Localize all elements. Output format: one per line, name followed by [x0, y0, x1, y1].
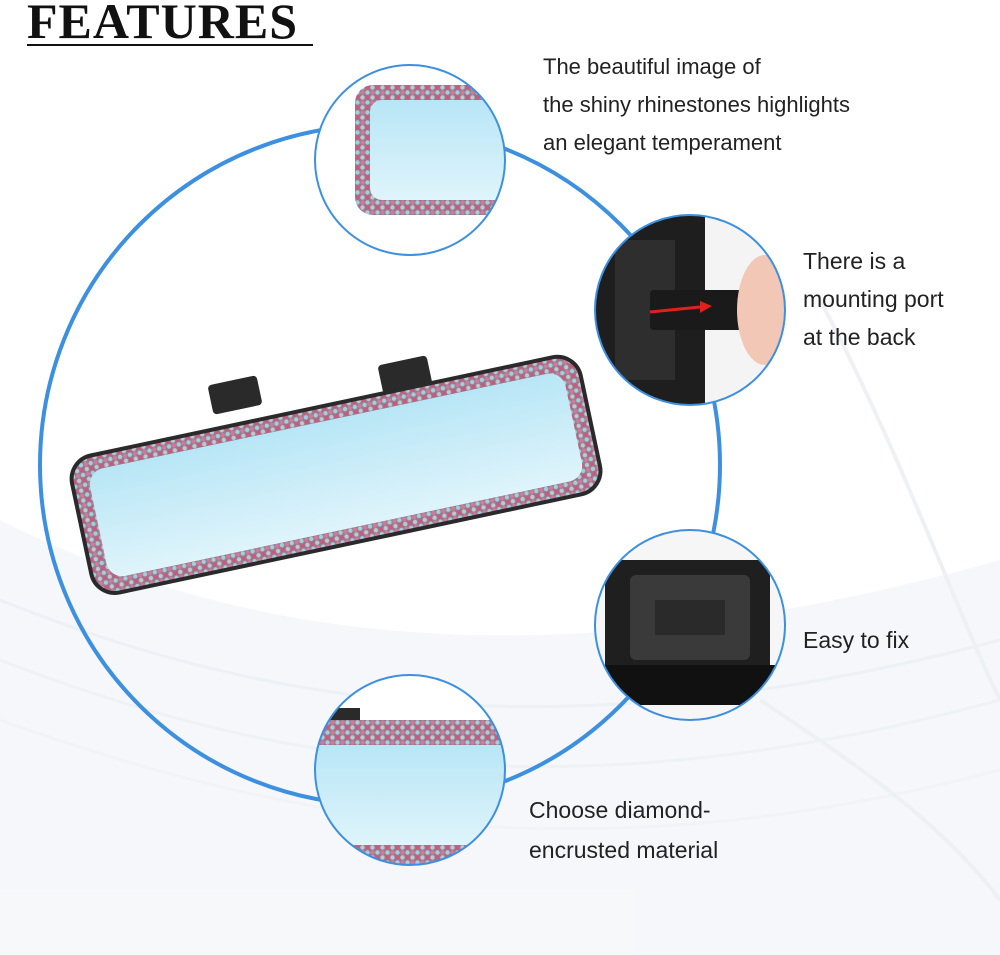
- feature-caption-easy-fix: Easy to fix: [803, 621, 909, 659]
- caption-line: Choose diamond-: [529, 797, 711, 823]
- page-title: FEATURES: [27, 0, 299, 49]
- caption-line: There is a: [803, 248, 906, 274]
- caption-line: The beautiful image of: [543, 54, 761, 79]
- detail-circle-mounting-port: [594, 214, 786, 406]
- feature-caption-rhinestones: The beautiful image of the shiny rhinest…: [543, 48, 850, 162]
- caption-line: mounting port: [803, 286, 944, 312]
- detail-circle-material: [314, 674, 506, 866]
- caption-line: encrusted material: [529, 837, 719, 863]
- caption-line: Easy to fix: [803, 627, 910, 653]
- detail-circle-bracket: [594, 529, 786, 721]
- feature-caption-material: Choose diamond- encrusted material: [529, 790, 718, 870]
- detail-circle-rhinestones: [314, 64, 506, 256]
- main-mirror-image: [69, 354, 603, 595]
- feature-caption-mounting-port: There is a mounting port at the back: [803, 242, 944, 356]
- caption-line: the shiny rhinestones highlights: [543, 92, 850, 117]
- caption-line: at the back: [803, 324, 916, 350]
- title-underline: [27, 44, 313, 46]
- caption-line: an elegant temperament: [543, 130, 782, 155]
